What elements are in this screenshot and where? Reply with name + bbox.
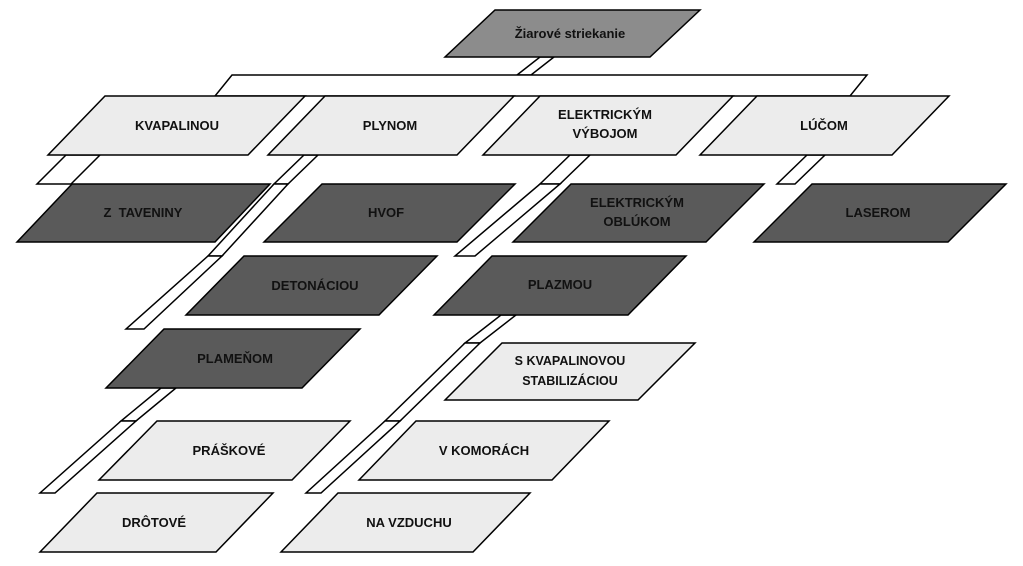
node-plamenom-label: PLAMEŇOM — [197, 351, 273, 366]
connector-vybojom-plazmou — [452, 183, 563, 257]
node-plamenom: PLAMEŇOM — [104, 328, 362, 389]
node-na-vzduchu: NA VZDUCHU — [279, 492, 532, 553]
node-plynom: PLYNOM — [266, 95, 516, 156]
node-lucom-shape — [698, 95, 951, 156]
node-kvapalinou-shape — [46, 95, 307, 156]
node-lucom: LÚČOM — [698, 95, 951, 156]
node-detonaciou-shape — [184, 255, 439, 316]
node-plynom-label: PLYNOM — [363, 118, 417, 133]
node-plamenom-shape — [104, 328, 362, 389]
connector-plamenom-praskove — [118, 387, 179, 422]
node-praskove: PRÁŠKOVÉ — [97, 420, 352, 481]
node-plazmou: PLAZMOU — [432, 255, 688, 316]
node-elektrickym-vybojom: ELEKTRICKÝM VÝBOJOM — [481, 95, 735, 156]
node-drotove-label: DRÔTOVÉ — [122, 515, 186, 530]
node-s-kvapalinovou-label-1: S KVAPALINOVOU — [515, 354, 626, 368]
connectors — [35, 56, 869, 494]
connector-plazmou-navzduchu — [304, 420, 402, 494]
node-drotove: DRÔTOVÉ — [38, 492, 275, 553]
node-hvof-shape — [262, 183, 517, 243]
node-elektrickym-vybojom-label-1: ELEKTRICKÝM — [558, 107, 652, 122]
node-na-vzduchu-label: NA VZDUCHU — [366, 515, 451, 530]
connector-plazmou-skvap — [462, 314, 519, 344]
connector-plynom-plamenom — [124, 255, 224, 330]
node-elektrickym-oblukom-shape — [511, 183, 766, 243]
node-praskove-label: PRÁŠKOVÉ — [193, 443, 266, 458]
node-v-komorach: V KOMORÁCH — [357, 420, 611, 481]
node-s-kvapalinovou-stabilizaciou-shape — [443, 342, 697, 401]
node-root-label: Žiarové striekanie — [515, 26, 626, 41]
connector-lucom-laserom — [775, 154, 827, 185]
node-detonaciou-label: DETONÁCIOU — [271, 278, 358, 293]
node-drotove-shape — [38, 492, 275, 553]
connector-plynom-hvof — [272, 154, 320, 185]
node-laserom-shape — [752, 183, 1008, 243]
connector-bus — [213, 74, 869, 97]
node-elektrickym-vybojom-label-2: VÝBOJOM — [572, 126, 637, 141]
connector-root-stem — [514, 56, 557, 76]
node-lucom-label: LÚČOM — [800, 118, 848, 133]
connector-vybojom-oblukom — [538, 154, 592, 185]
node-kvapalinou-label: KVAPALINOU — [135, 118, 219, 133]
node-laserom-label: LASEROM — [846, 205, 911, 220]
node-elektrickym-oblukom-label-2: OBLÚKOM — [603, 214, 670, 229]
node-z-taveniny-shape — [15, 183, 272, 243]
node-elektrickym-oblukom-label-1: ELEKTRICKÝM — [590, 195, 684, 210]
node-plazmou-label: PLAZMOU — [528, 277, 592, 292]
node-elektrickym-oblukom: ELEKTRICKÝM OBLÚKOM — [511, 183, 766, 243]
node-kvapalinou: KVAPALINOU — [46, 95, 307, 156]
node-plynom-shape — [266, 95, 516, 156]
node-detonaciou: DETONÁCIOU — [184, 255, 439, 316]
node-v-komorach-shape — [357, 420, 611, 481]
node-z-taveniny: Z TAVENINY — [15, 183, 272, 243]
node-v-komorach-label: V KOMORÁCH — [439, 443, 529, 458]
node-na-vzduchu-shape — [279, 492, 532, 553]
connector-kvapalinou-ztaveniny — [35, 154, 102, 185]
node-s-kvapalinovou-stabilizaciou: S KVAPALINOVOU STABILIZÁCIOU — [443, 342, 697, 401]
node-hvof: HVOF — [262, 183, 517, 243]
connector-plamenom-drotove — [38, 420, 138, 494]
node-root-shape — [443, 9, 702, 58]
node-s-kvapalinovou-label-2: STABILIZÁCIOU — [522, 373, 618, 388]
node-praskove-shape — [97, 420, 352, 481]
node-plazmou-shape — [432, 255, 688, 316]
node-root: Žiarové striekanie — [443, 9, 702, 58]
node-laserom: LASEROM — [752, 183, 1008, 243]
node-elektrickym-vybojom-shape — [481, 95, 735, 156]
node-hvof-label: HVOF — [368, 205, 404, 220]
node-z-taveniny-label: Z TAVENINY — [104, 205, 183, 220]
